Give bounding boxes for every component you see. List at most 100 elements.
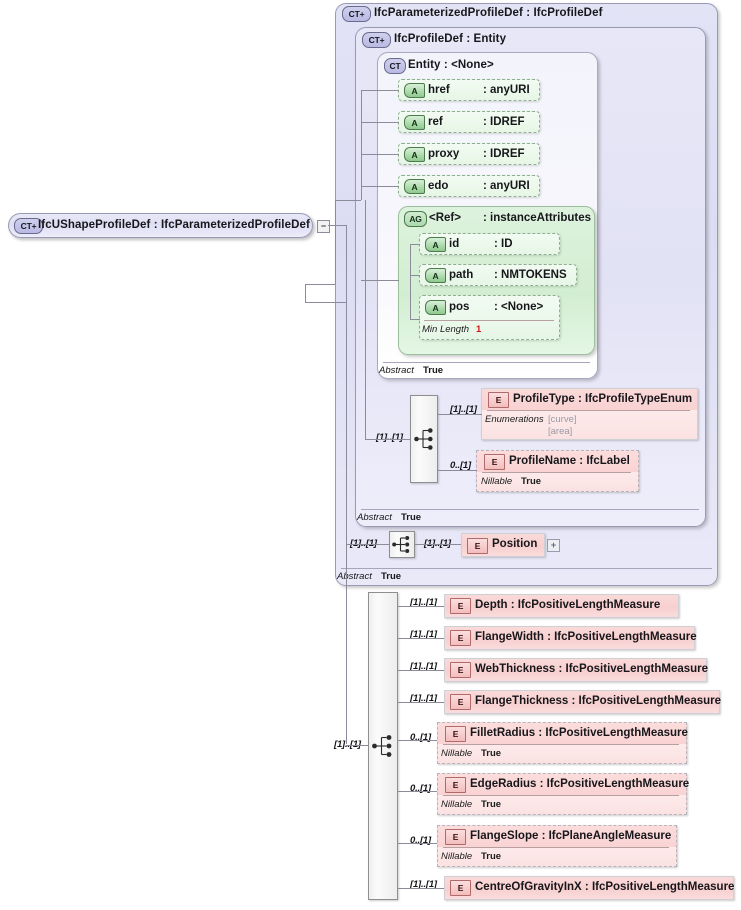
element-label-profilename: ProfileName : IfcLabel (509, 455, 630, 467)
element-node-webthickness[interactable] (444, 658, 707, 682)
attribute-badge-proxy: A (404, 147, 425, 162)
facet-value-filletradius-nillable: True (481, 748, 502, 759)
element-label-position: Position (492, 538, 538, 550)
element-badge-filletradius: E (445, 726, 466, 742)
collapse-toggle-root[interactable]: − (317, 220, 330, 233)
element-badge-flangewidth: E (450, 630, 471, 646)
abstract-separator-entity (383, 362, 590, 363)
connector-flangeslope (398, 843, 437, 844)
cardinality-position-right: [1]..[1] (424, 538, 451, 549)
ct-badge-entity[interactable]: CT (384, 58, 406, 74)
cardinality-filletradius: 0..[1] (410, 732, 431, 743)
element-badge-position: E (467, 538, 488, 554)
ag-type-ref: : instanceAttributes (483, 212, 591, 224)
element-label-webthickness: WebThickness : IfcPositiveLengthMeasure (475, 663, 709, 675)
facet-value-profiletype-enum-area: [area] (548, 426, 573, 437)
facet-value-profilename-nillable: True (521, 476, 542, 487)
element-badge-flangethickness: E (450, 694, 471, 710)
connector-ag-pos (410, 319, 420, 320)
element-facets-filletradius (438, 744, 686, 763)
element-badge-profiletype: E (488, 392, 509, 408)
element-facets-edgeradius (438, 795, 686, 814)
element-label-flangethickness: FlangeThickness : IfcPositiveLengthMeasu… (475, 695, 722, 707)
root-node-ifcushapeprofiledef[interactable] (8, 213, 313, 238)
attribute-type-id: : ID (494, 238, 513, 250)
connector-proxy (361, 154, 399, 155)
attribute-name-path: path (449, 269, 474, 281)
facet-separator-flangeslope (443, 847, 669, 848)
connector-flangewidth (398, 638, 444, 639)
facet-separator-pos (424, 320, 554, 321)
facet-separator-profiletype (487, 410, 690, 411)
element-label-flangewidth: FlangeWidth : IfcPositiveLengthMeasure (475, 631, 697, 643)
element-label-edgeradius: EdgeRadius : IfcPositiveLengthMeasure (470, 778, 690, 790)
element-node-flangewidth[interactable] (444, 626, 695, 650)
connector-edo (361, 186, 399, 187)
connector-profiledef-vert (335, 200, 336, 284)
connector-ref (361, 122, 399, 123)
element-node-flangethickness[interactable] (444, 690, 720, 714)
cardinality-sequence-main: [1]..[1] (334, 739, 361, 750)
element-label-filletradius: FilletRadius : IfcPositiveLengthMeasure (470, 727, 688, 739)
element-node-depth[interactable] (444, 594, 679, 618)
cardinality-profiletype: [1]..[1] (450, 404, 477, 415)
attribute-name-edo: edo (428, 180, 449, 192)
attribute-badge-pos: A (425, 300, 446, 315)
cardinality-depth: [1]..[1] (410, 597, 437, 608)
element-badge-depth: E (450, 598, 471, 614)
connector-webthickness (398, 670, 444, 671)
connector-root-out (328, 225, 346, 226)
attribute-type-pos: : <None> (494, 301, 544, 313)
attribute-name-proxy: proxy (428, 148, 460, 160)
element-label-centreofgravityinx: CentreOfGravityInX : IfcPositiveLengthMe… (475, 881, 735, 893)
container-title-entity: Entity : <None> (408, 59, 494, 71)
cardinality-webthickness: [1]..[1] (410, 661, 437, 672)
connector-profileseq-in (365, 439, 410, 440)
facet-separator-edgeradius (443, 795, 679, 796)
element-facets-profiletype (482, 410, 697, 439)
facet-value-flangeslope-nillable: True (481, 851, 502, 862)
facet-key-profiletype-enumerations: Enumerations (485, 414, 544, 425)
ag-name-ref: <Ref> (429, 212, 461, 224)
facet-value-profiletype-enum-curve: [curve] (548, 414, 577, 425)
facet-key-profilename-nillable: Nillable (481, 476, 513, 487)
attribute-name-ref: ref (428, 116, 443, 128)
abstract-key-profiledef: Abstract (357, 512, 392, 523)
facet-key-edgeradius-nillable: Nillable (441, 799, 473, 810)
sequence-icon-position (392, 536, 410, 553)
connector-entity-fan (361, 90, 362, 200)
connector-profileseq-vert (365, 200, 366, 439)
element-node-centreofgravityinx[interactable] (444, 876, 734, 900)
cardinality-centreofgravityinx: [1]..[1] (410, 879, 437, 890)
element-label-depth: Depth : IfcPositiveLengthMeasure (475, 599, 661, 611)
element-badge-profilename: E (484, 454, 505, 470)
cardinality-flangewidth: [1]..[1] (410, 629, 437, 640)
ct-badge-root: CT+ (14, 218, 43, 234)
connector-depth (398, 606, 444, 607)
connector-profilename (438, 470, 477, 471)
ct-badge-ifcparameterizedprofiledef[interactable]: CT+ (342, 6, 371, 22)
abstract-key-outer: Abstract (337, 571, 372, 582)
ct-badge-ifcprofiledef[interactable]: CT+ (362, 32, 391, 48)
facet-key-pos-minlength: Min Length (422, 324, 470, 335)
cardinality-sequence-profiledef: [1]..[1] (376, 432, 403, 443)
cardinality-position-left: [1]..[1] (350, 538, 377, 549)
connector-agref (361, 280, 399, 281)
connector-ag-id (410, 244, 420, 245)
attribute-type-href: : anyURI (483, 84, 530, 96)
connector-ag-fan (410, 244, 411, 319)
sequence-icon-profiledef (414, 428, 433, 450)
connector-href (361, 90, 399, 91)
abstract-value-profiledef: True (401, 512, 422, 523)
facet-key-filletradius-nillable: Nillable (441, 748, 473, 759)
element-badge-edgeradius: E (445, 777, 466, 793)
abstract-separator-profiledef (361, 509, 699, 510)
element-label-profiletype: ProfileType : IfcProfileTypeEnum (513, 393, 693, 405)
attribute-type-path: : NMTOKENS (494, 269, 567, 281)
expand-toggle-position[interactable]: + (547, 539, 560, 552)
cardinality-flangethickness: [1]..[1] (410, 693, 437, 704)
attribute-name-pos: pos (449, 301, 470, 313)
connector-root-trunk (346, 225, 347, 744)
attribute-type-edo: : anyURI (483, 180, 530, 192)
element-label-flangeslope: FlangeSlope : IfcPlaneAngleMeasure (470, 830, 672, 842)
